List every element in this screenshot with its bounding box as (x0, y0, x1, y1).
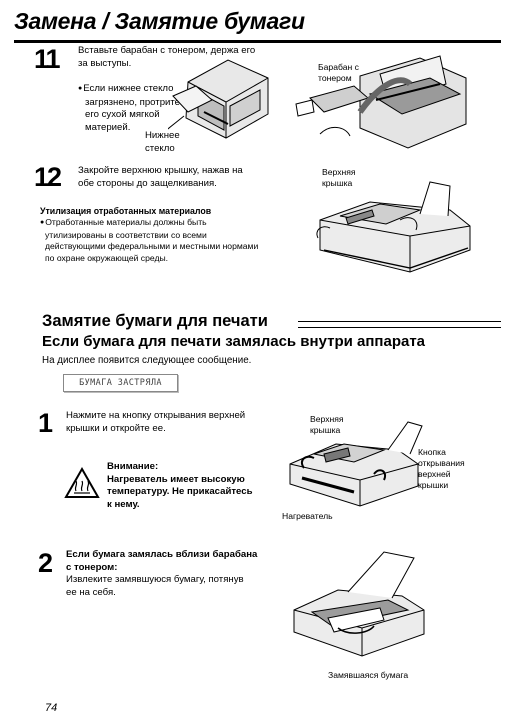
label-line: крышка (310, 425, 341, 435)
caution-line: Внимание: (107, 461, 159, 472)
note-line: материей. (85, 121, 131, 133)
step-12-text: Закройте верхнюю крышку, нажав на обе ст… (78, 165, 243, 190)
jam-subheading: Если бумага для печати замялась внутри а… (42, 333, 426, 350)
step-12-line: обе стороны до защелкивания. (78, 177, 217, 189)
note-line: его сухой мягкой (85, 109, 160, 120)
open-cover-illustration (289, 421, 423, 507)
disposal-line: утилизированы в соответствии со всеми (45, 229, 207, 240)
step-11-text: Вставьте барабан с тонером, держа его за… (78, 45, 255, 70)
disposal-line: действующими федеральными и местными нор… (45, 241, 259, 251)
step-12-number: 12 (34, 162, 62, 192)
page-title: Замена / Замятие бумаги (14, 8, 305, 34)
label-line: Верхняя (322, 167, 356, 177)
jam-step-2-bold: Если бумага замялась вблизи барабана с т… (66, 549, 257, 574)
step-11-number: 11 (34, 44, 61, 74)
drum-label: Барабан с тонером (318, 62, 359, 84)
page-number: 74 (45, 702, 58, 714)
open-button-label: Кнопка открывания верхней крышки (418, 447, 465, 491)
disposal-line: по охране окружающей среды. (45, 252, 169, 263)
jammed-paper-label: Замявшаяся бумага (328, 670, 409, 680)
label-line: Верхняя (310, 414, 344, 424)
label-line: Барабан с (318, 62, 359, 72)
caution-line: Нагреватель имеет высокую (107, 473, 245, 485)
label-line: крышка (322, 178, 353, 188)
jam-step-2-line: Извлеките замявшуюся бумагу, потянув (66, 574, 244, 585)
jam-step-2-line: с тонером: (66, 561, 118, 573)
top-cover-label: Верхняя крышка (322, 167, 356, 189)
title-rule (14, 40, 501, 43)
caution-text: Внимание: Нагреватель имеет высокую темп… (107, 461, 252, 511)
jam-step-1-number: 1 (38, 408, 53, 438)
heading-rule (298, 321, 501, 328)
label-line: открывания (418, 458, 465, 468)
step-11-note: Если нижнее стекло загрязнено, протрите … (78, 83, 180, 134)
label-line: крышки (418, 480, 449, 490)
disposal-line: Отработанные материалы должны быть (40, 217, 258, 230)
disposal-heading: Утилизация отработанных материалов (40, 206, 212, 216)
jam-section-heading: Замятие бумаги для печати (42, 312, 268, 330)
jam-step-2-line: Если бумага замялась вблизи барабана (66, 549, 258, 560)
label-line: тонером (318, 73, 352, 83)
label-line: Кнопка (418, 447, 446, 457)
heater-label: Нагреватель (282, 511, 333, 521)
jam-step-1-text: Нажмите на кнопку открывания верхней кры… (66, 410, 245, 435)
step-12-line: Закройте верхнюю крышку, нажав на (78, 165, 243, 176)
close-cover-illustration (316, 181, 471, 273)
jam-step-2-text: Извлеките замявшуюся бумагу, потянув ее … (66, 574, 244, 599)
heat-warning-icon (64, 467, 100, 498)
lower-glass-label: Нижнее стекло (145, 130, 180, 155)
label-line: стекло (145, 142, 175, 154)
caution-line: к нему. (107, 498, 140, 510)
label-line: Нижнее (145, 130, 180, 141)
jam-step-2-line: ее на себя. (66, 586, 116, 598)
jam-step-1-line: Нажмите на кнопку открывания верхней (66, 410, 246, 421)
step-11-line: Вставьте барабан с тонером, держа его (78, 45, 256, 56)
step-11-line: за выступы. (78, 57, 132, 69)
label-line: верхней (418, 469, 451, 479)
jammed-paper-illustration (293, 551, 425, 657)
note-line: Если нижнее стекло (78, 83, 180, 97)
drum-insert-illustration (295, 55, 467, 149)
caution-line: температуру. Не прикасайтесь (107, 486, 253, 497)
display-message: БУМАГА ЗАСТРЯЛА (63, 374, 178, 392)
jam-step-1-line: крышки и откройте ее. (66, 422, 166, 434)
jam-top-cover-label: Верхняя крышка (310, 414, 344, 436)
jam-step-2-number: 2 (38, 548, 53, 578)
jam-intro: На дисплее появится следующее сообщение. (42, 355, 252, 366)
note-line: загрязнено, протрите (85, 96, 181, 108)
lower-glass-illustration (168, 59, 269, 139)
disposal-text: Отработанные материалы должны быть утили… (40, 217, 258, 264)
